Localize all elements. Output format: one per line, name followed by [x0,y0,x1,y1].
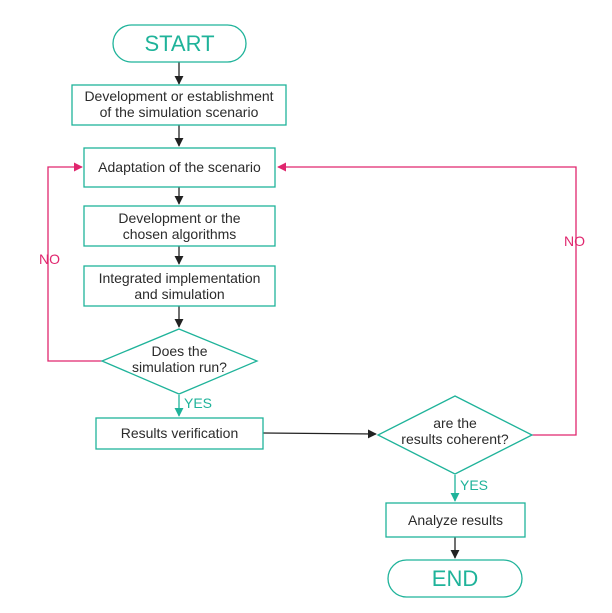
analyze-results-box [385,502,526,538]
integrated-implementation-line-1: Integrated implementation [99,270,261,286]
does-sim-run-diamond [100,328,259,395]
does-sim-run-line-2: simulation run? [132,359,227,375]
develop-scenario-line-2: of the simulation scenario [100,104,259,120]
start-terminal: START [112,24,247,63]
end-terminal: END [387,559,523,598]
integrated-implementation-line-2: and simulation [134,286,224,302]
sim-run-yes-label: YES [184,395,212,411]
arrow-sim-run-no [47,162,102,362]
develop-scenario-line-1: Development or establishment [84,88,273,104]
results-verification-box [95,417,264,450]
results-coherent-line-2: results coherent? [401,431,509,447]
integrated-implementation-node: Integrated implementation and simulation [83,265,276,307]
develop-algorithms-node: Development or the chosen algorithms [83,205,276,247]
results-coherent-diamond [376,395,534,475]
results-verification-node: Results verification [95,417,264,450]
end-terminal-shape [387,559,523,598]
arrow-verification-to-coherent [262,429,377,439]
does-sim-run-decision: Does the simulation run? [100,328,259,395]
analyze-results-line-1: Analyze results [408,512,503,528]
develop-algorithms-line-2: chosen algorithms [123,226,237,242]
develop-algorithms-box [83,205,276,247]
arrow-coherent-no [277,162,577,436]
does-sim-run-line-1: Does the [151,343,207,359]
develop-scenario-box [71,84,287,126]
coherent-no-label: NO [564,233,585,249]
integrated-implementation-box [83,265,276,307]
results-verification-line-1: Results verification [121,425,239,441]
sim-run-no-label: NO [39,251,60,267]
adapt-scenario-box [83,147,276,188]
develop-algorithms-line-1: Development or the [118,210,240,226]
end-terminal-label: END [432,566,478,591]
adapt-scenario-line-1: Adaptation of the scenario [98,159,261,175]
results-coherent-line-1: are the [433,415,477,431]
results-coherent-decision: are the results coherent? [376,395,534,475]
start-terminal-shape [112,24,247,63]
adapt-scenario-node: Adaptation of the scenario [83,147,276,188]
develop-scenario-node: Development or establishment of the simu… [71,84,287,126]
coherent-yes-label: YES [460,477,488,493]
analyze-results-node: Analyze results [385,502,526,538]
start-terminal-label: START [144,31,214,56]
